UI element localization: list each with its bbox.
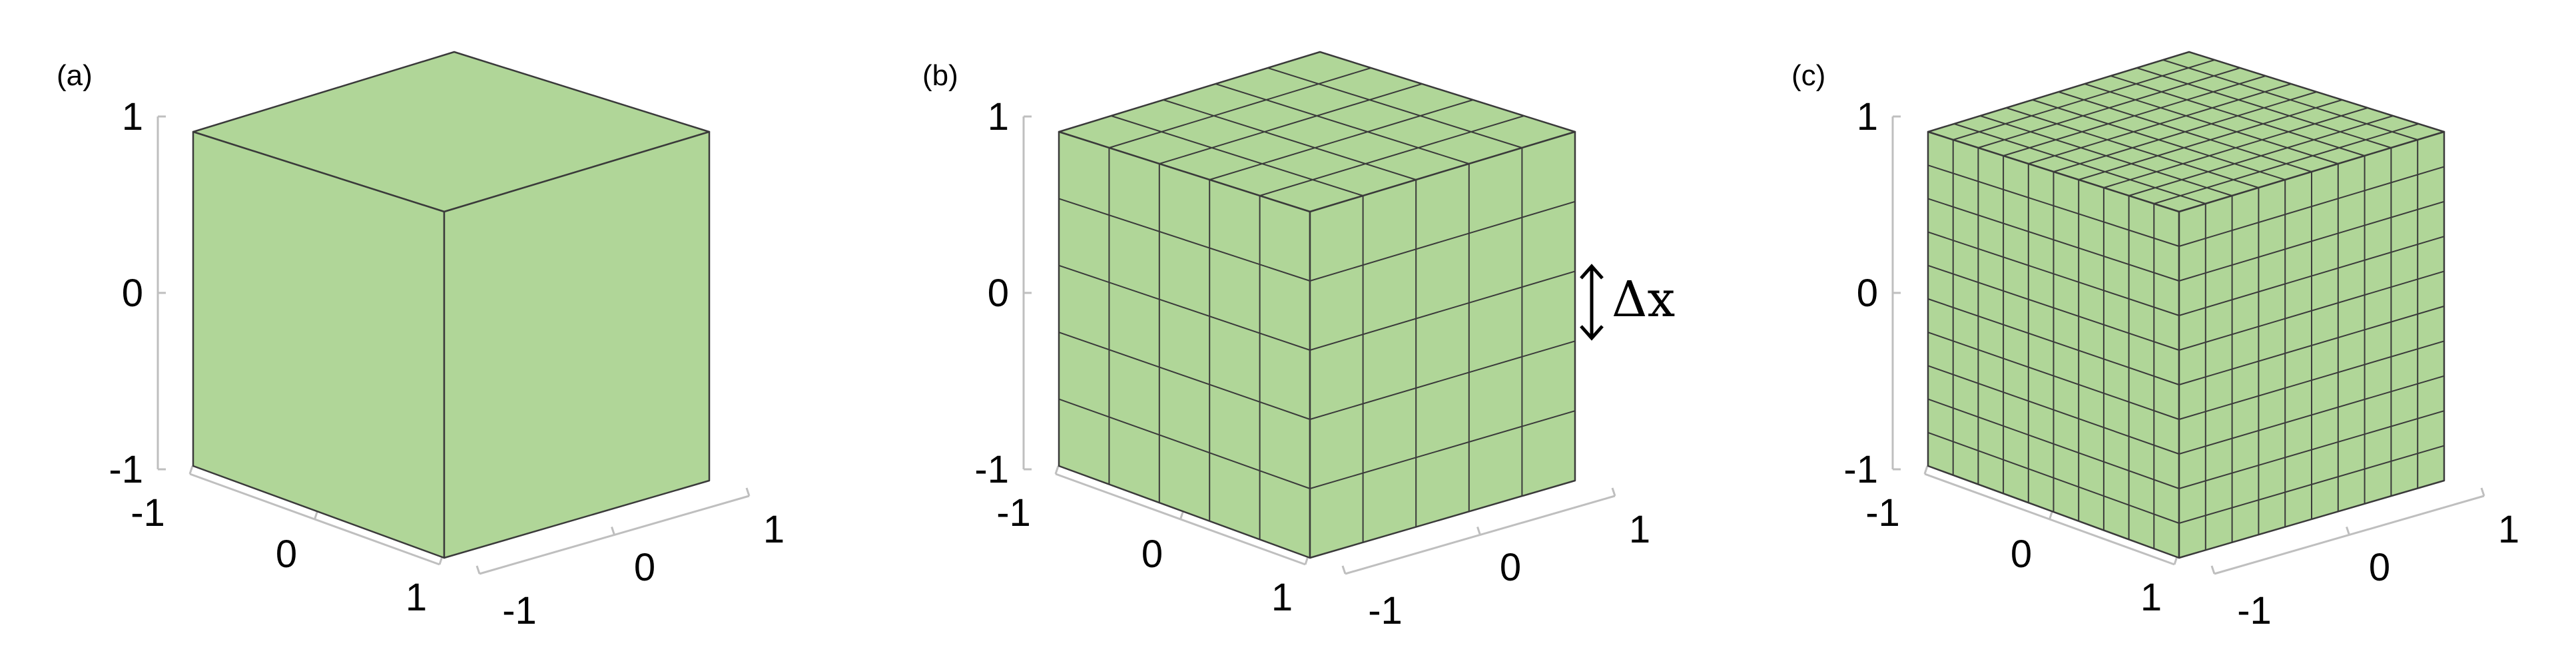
y-tick-label: 1 — [763, 508, 785, 551]
x-axis-tick — [1054, 465, 1060, 475]
top-grid-line — [2084, 83, 2339, 164]
z-tick-label: 0 — [988, 272, 1009, 315]
left-grid-line — [1058, 264, 1311, 351]
z-tick-label: 1 — [1857, 95, 1878, 138]
y-tick-label: -1 — [2237, 589, 2272, 632]
y-axis-tick — [1341, 565, 1347, 574]
right-grid-line — [1309, 270, 1576, 351]
y-axis-tick — [476, 565, 481, 574]
top-grid-line — [1259, 115, 1524, 196]
top-grid-line — [2103, 107, 2368, 188]
z-tick-label: 1 — [122, 95, 143, 138]
left-grid-line — [1927, 431, 2180, 524]
z-tick-label: 0 — [122, 272, 143, 315]
left-grid-line — [1927, 398, 2180, 489]
top-grid-line — [1267, 67, 1522, 148]
top-grid-line — [2053, 91, 2317, 172]
right-grid-line — [2178, 375, 2445, 455]
z-tick-label: 1 — [988, 95, 1009, 138]
y-axis-tick — [2346, 527, 2350, 535]
dx-arrow-head-up — [1580, 264, 1604, 280]
top-grid-line — [2110, 75, 2365, 156]
dx-annotation-label: Δx — [1612, 271, 1675, 328]
right-grid-line — [1309, 200, 1576, 282]
left-grid-line — [1927, 332, 2180, 420]
z-tick-label: -1 — [974, 448, 1009, 491]
x-tick-label: -1 — [996, 491, 1031, 535]
top-grid-line — [1159, 83, 1423, 164]
y-axis-tick — [611, 527, 615, 535]
left-grid-line — [1058, 198, 1311, 282]
right-grid-line — [2178, 306, 2445, 385]
x-axis-tick — [1923, 465, 1929, 475]
x-tick-label: 0 — [276, 533, 297, 576]
panel-c: (c)10-1-101-101 — [1791, 51, 2519, 632]
x-tick-label: 1 — [1271, 576, 1293, 619]
right-grid-line — [1309, 340, 1576, 420]
z-tick-label: 0 — [1857, 272, 1878, 315]
x-axis-tick — [188, 465, 194, 475]
top-grid-line — [2078, 99, 2343, 180]
x-tick-label: 1 — [2140, 576, 2162, 619]
x-tick-label: -1 — [1865, 491, 1900, 535]
cube-right-face — [443, 130, 711, 559]
x-tick-label: 0 — [2011, 533, 2032, 576]
top-grid-line — [1209, 99, 1474, 180]
top-grid-line — [2128, 115, 2394, 196]
panel-label: (a) — [57, 59, 93, 92]
right-grid-line — [2178, 445, 2445, 524]
left-grid-line — [1058, 332, 1311, 420]
y-axis-tick — [1611, 487, 1616, 497]
x-tick-label: 1 — [406, 576, 427, 619]
x-axis-tick — [314, 511, 318, 520]
y-axis-tick — [745, 487, 751, 497]
top-grid-line — [1109, 67, 1371, 148]
top-grid-line — [2154, 123, 2419, 204]
y-axis-tick — [1476, 527, 1481, 535]
x-tick-label: -1 — [131, 491, 165, 535]
left-grid-line — [1927, 365, 2180, 455]
z-tick-label: -1 — [1843, 448, 1878, 491]
y-tick-label: 0 — [634, 546, 655, 589]
x-axis-tick — [438, 556, 444, 565]
y-tick-label: 0 — [2369, 546, 2390, 589]
cube-right-face — [1309, 130, 1576, 559]
y-tick-label: -1 — [1368, 589, 1403, 632]
x-axis-tick — [2173, 556, 2178, 565]
x-axis-tick — [2049, 511, 2053, 520]
right-grid-line — [2178, 410, 2445, 489]
left-grid-line — [1058, 398, 1311, 489]
top-grid-line — [1163, 99, 1417, 180]
x-tick-label: 0 — [1141, 533, 1163, 576]
y-tick-label: 1 — [1629, 508, 1650, 551]
top-grid-line — [2136, 67, 2392, 148]
panel-label: (c) — [1791, 59, 1825, 92]
x-axis-tick — [1179, 511, 1184, 520]
y-axis-tick — [2210, 565, 2216, 574]
left-grid-line — [1927, 298, 2180, 385]
top-grid-line — [1111, 115, 1363, 196]
right-grid-line — [1309, 410, 1576, 489]
panel-label: (b) — [922, 59, 958, 92]
y-tick-label: -1 — [502, 589, 537, 632]
y-tick-label: 0 — [1500, 546, 1521, 589]
top-grid-line — [1215, 83, 1470, 164]
top-grid-line — [2162, 59, 2418, 140]
z-tick-label: -1 — [109, 448, 143, 491]
panel-a: (a)10-1-101-101 — [57, 51, 785, 632]
y-tick-label: 1 — [2498, 508, 2519, 551]
x-axis-tick — [1304, 556, 1309, 565]
dx-arrow-head-down — [1580, 325, 1604, 341]
y-axis-tick — [2480, 487, 2485, 497]
right-grid-line — [2178, 340, 2445, 420]
